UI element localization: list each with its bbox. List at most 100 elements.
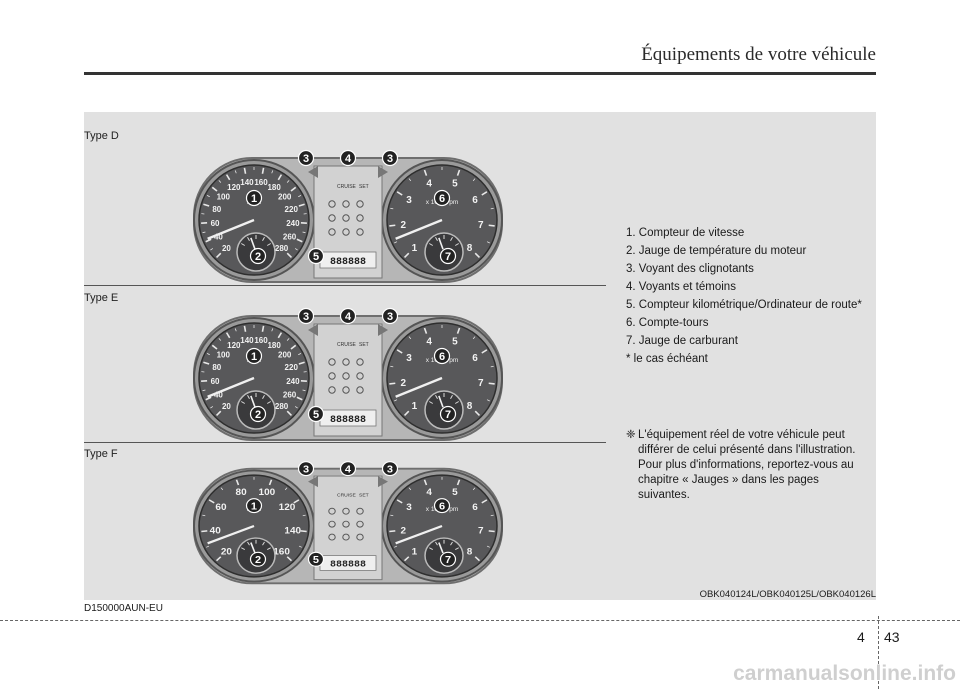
speedometer-tick-label: 20	[222, 402, 231, 411]
speedometer-tick-label: 120	[227, 183, 241, 192]
turn-signal-right-icon	[378, 476, 388, 488]
legend-item: 2. Jauge de température du moteur	[626, 245, 807, 257]
tachometer-tick	[486, 399, 490, 402]
fuel-subgauge-tick	[429, 547, 433, 550]
header-rule	[84, 72, 876, 75]
turn-signal-left-icon	[308, 476, 318, 488]
speedometer-tick-label: 120	[227, 341, 241, 350]
warning-lamp-icon	[328, 386, 336, 394]
speedometer-tick-label: 200	[278, 192, 292, 201]
speedometer-tick-label: 140	[240, 336, 254, 345]
tachometer-tick	[396, 499, 403, 504]
tachometer-tick	[481, 191, 488, 196]
speedometer-tick	[205, 238, 212, 243]
speedometer-tick	[206, 195, 210, 198]
speedometer-tick	[210, 248, 214, 251]
warning-lamp-icon	[328, 533, 336, 541]
temperature-subgauge-tick	[241, 547, 245, 550]
tachometer-tick	[490, 207, 494, 210]
tachometer-tick-label: 1	[412, 243, 418, 254]
tachometer-tick	[456, 479, 461, 486]
speedometer-tick-label: 260	[283, 391, 297, 400]
tachometer-tick	[396, 191, 403, 196]
speedometer-tick	[298, 195, 302, 198]
callout-3: 3	[303, 311, 309, 323]
tachometer-tick-label: 3	[406, 195, 412, 206]
tachometer-tick	[389, 530, 396, 533]
tachometer-tick	[486, 545, 490, 548]
speedometer-tick	[202, 514, 206, 517]
fuel-subgauge-tick	[429, 401, 433, 404]
tachometer-tick	[486, 241, 490, 244]
odometer-digits: 888888	[330, 257, 366, 268]
speedometer-needle	[207, 524, 255, 545]
warning-lamp-icon	[342, 358, 350, 366]
tachometer-tick-label: 1	[412, 547, 418, 558]
fuel-subgauge-tick	[435, 237, 438, 241]
callout-4-badge	[339, 307, 357, 325]
callout-3: 3	[387, 464, 393, 476]
tachometer-tick-label: 7	[478, 526, 484, 537]
speedometer-tick	[205, 396, 212, 401]
speedometer-tick	[298, 353, 302, 356]
speedometer-tick	[271, 328, 274, 332]
speedometer-tick	[271, 170, 274, 174]
speedometer-tick	[218, 180, 222, 183]
speedometer-tick-label: 40	[214, 233, 223, 242]
set-indicator-text: SET	[359, 184, 369, 190]
speedometer-tick	[243, 167, 247, 174]
turn-signal-left-icon	[308, 324, 318, 336]
speedometer-tick	[268, 479, 273, 486]
tachometer-tick-label: 8	[467, 547, 473, 558]
tachometer-tick	[403, 410, 410, 417]
callout-3-badge	[297, 461, 315, 477]
tachometer-needle	[395, 524, 443, 545]
speedometer-needle	[207, 218, 255, 240]
callout-1: 1	[251, 501, 257, 513]
temperature-subgauge-tick	[267, 243, 271, 246]
tachometer-tick	[481, 349, 488, 354]
tachometer-tick-label: 5	[452, 337, 458, 348]
speedometer-tick	[298, 203, 305, 207]
speedometer-tick	[215, 252, 222, 259]
tachometer-tick-label: 4	[426, 179, 432, 190]
callout-5-badge	[307, 551, 325, 567]
speedometer-tick	[235, 479, 240, 486]
warning-lamp-icon	[356, 507, 364, 515]
callout-3: 3	[387, 153, 393, 165]
turn-signal-right-icon	[378, 324, 388, 336]
speedometer-tick-label: 80	[212, 363, 221, 372]
cruise-indicator-text: CRUISE	[337, 342, 357, 348]
speedometer-tick	[201, 530, 208, 533]
tachometer-tick	[456, 327, 461, 334]
speedometer-tick	[296, 396, 303, 401]
legend-item: 4. Voyants et témoins	[626, 281, 736, 293]
warning-lamp-icon	[356, 228, 364, 236]
turn-signal-left-icon	[308, 166, 318, 178]
speedometer-tick	[202, 231, 206, 234]
callout-2: 2	[255, 251, 261, 263]
legend-item: 7. Jauge de carburant	[626, 335, 738, 347]
speedometer-tick	[206, 545, 210, 548]
tachometer-tick	[474, 252, 481, 259]
tachometer-needle	[395, 376, 443, 398]
speedometer-tick-label: 80	[212, 205, 221, 214]
tachometer-tick	[488, 530, 495, 533]
odometer-digits: 888888	[330, 559, 366, 570]
speedometer-tick	[261, 167, 265, 174]
temperature-subgauge-tick	[241, 401, 245, 404]
speedometer-tick-label: 240	[286, 377, 300, 386]
warning-lamp-icon	[356, 372, 364, 380]
speedometer-tick	[220, 487, 224, 491]
warning-lamp-icon	[342, 386, 350, 394]
speedometer-tick-label: 180	[267, 341, 281, 350]
speedometer-tick	[286, 556, 293, 562]
tachometer-tick	[394, 545, 398, 548]
speedometer-tick-label: 220	[285, 205, 299, 214]
speedometer-tick	[208, 499, 215, 504]
speedometer-tick	[298, 545, 302, 548]
callout-6-badge	[433, 189, 451, 207]
speedometer-tick	[286, 252, 293, 259]
temperature-subgauge-tick	[247, 395, 250, 399]
